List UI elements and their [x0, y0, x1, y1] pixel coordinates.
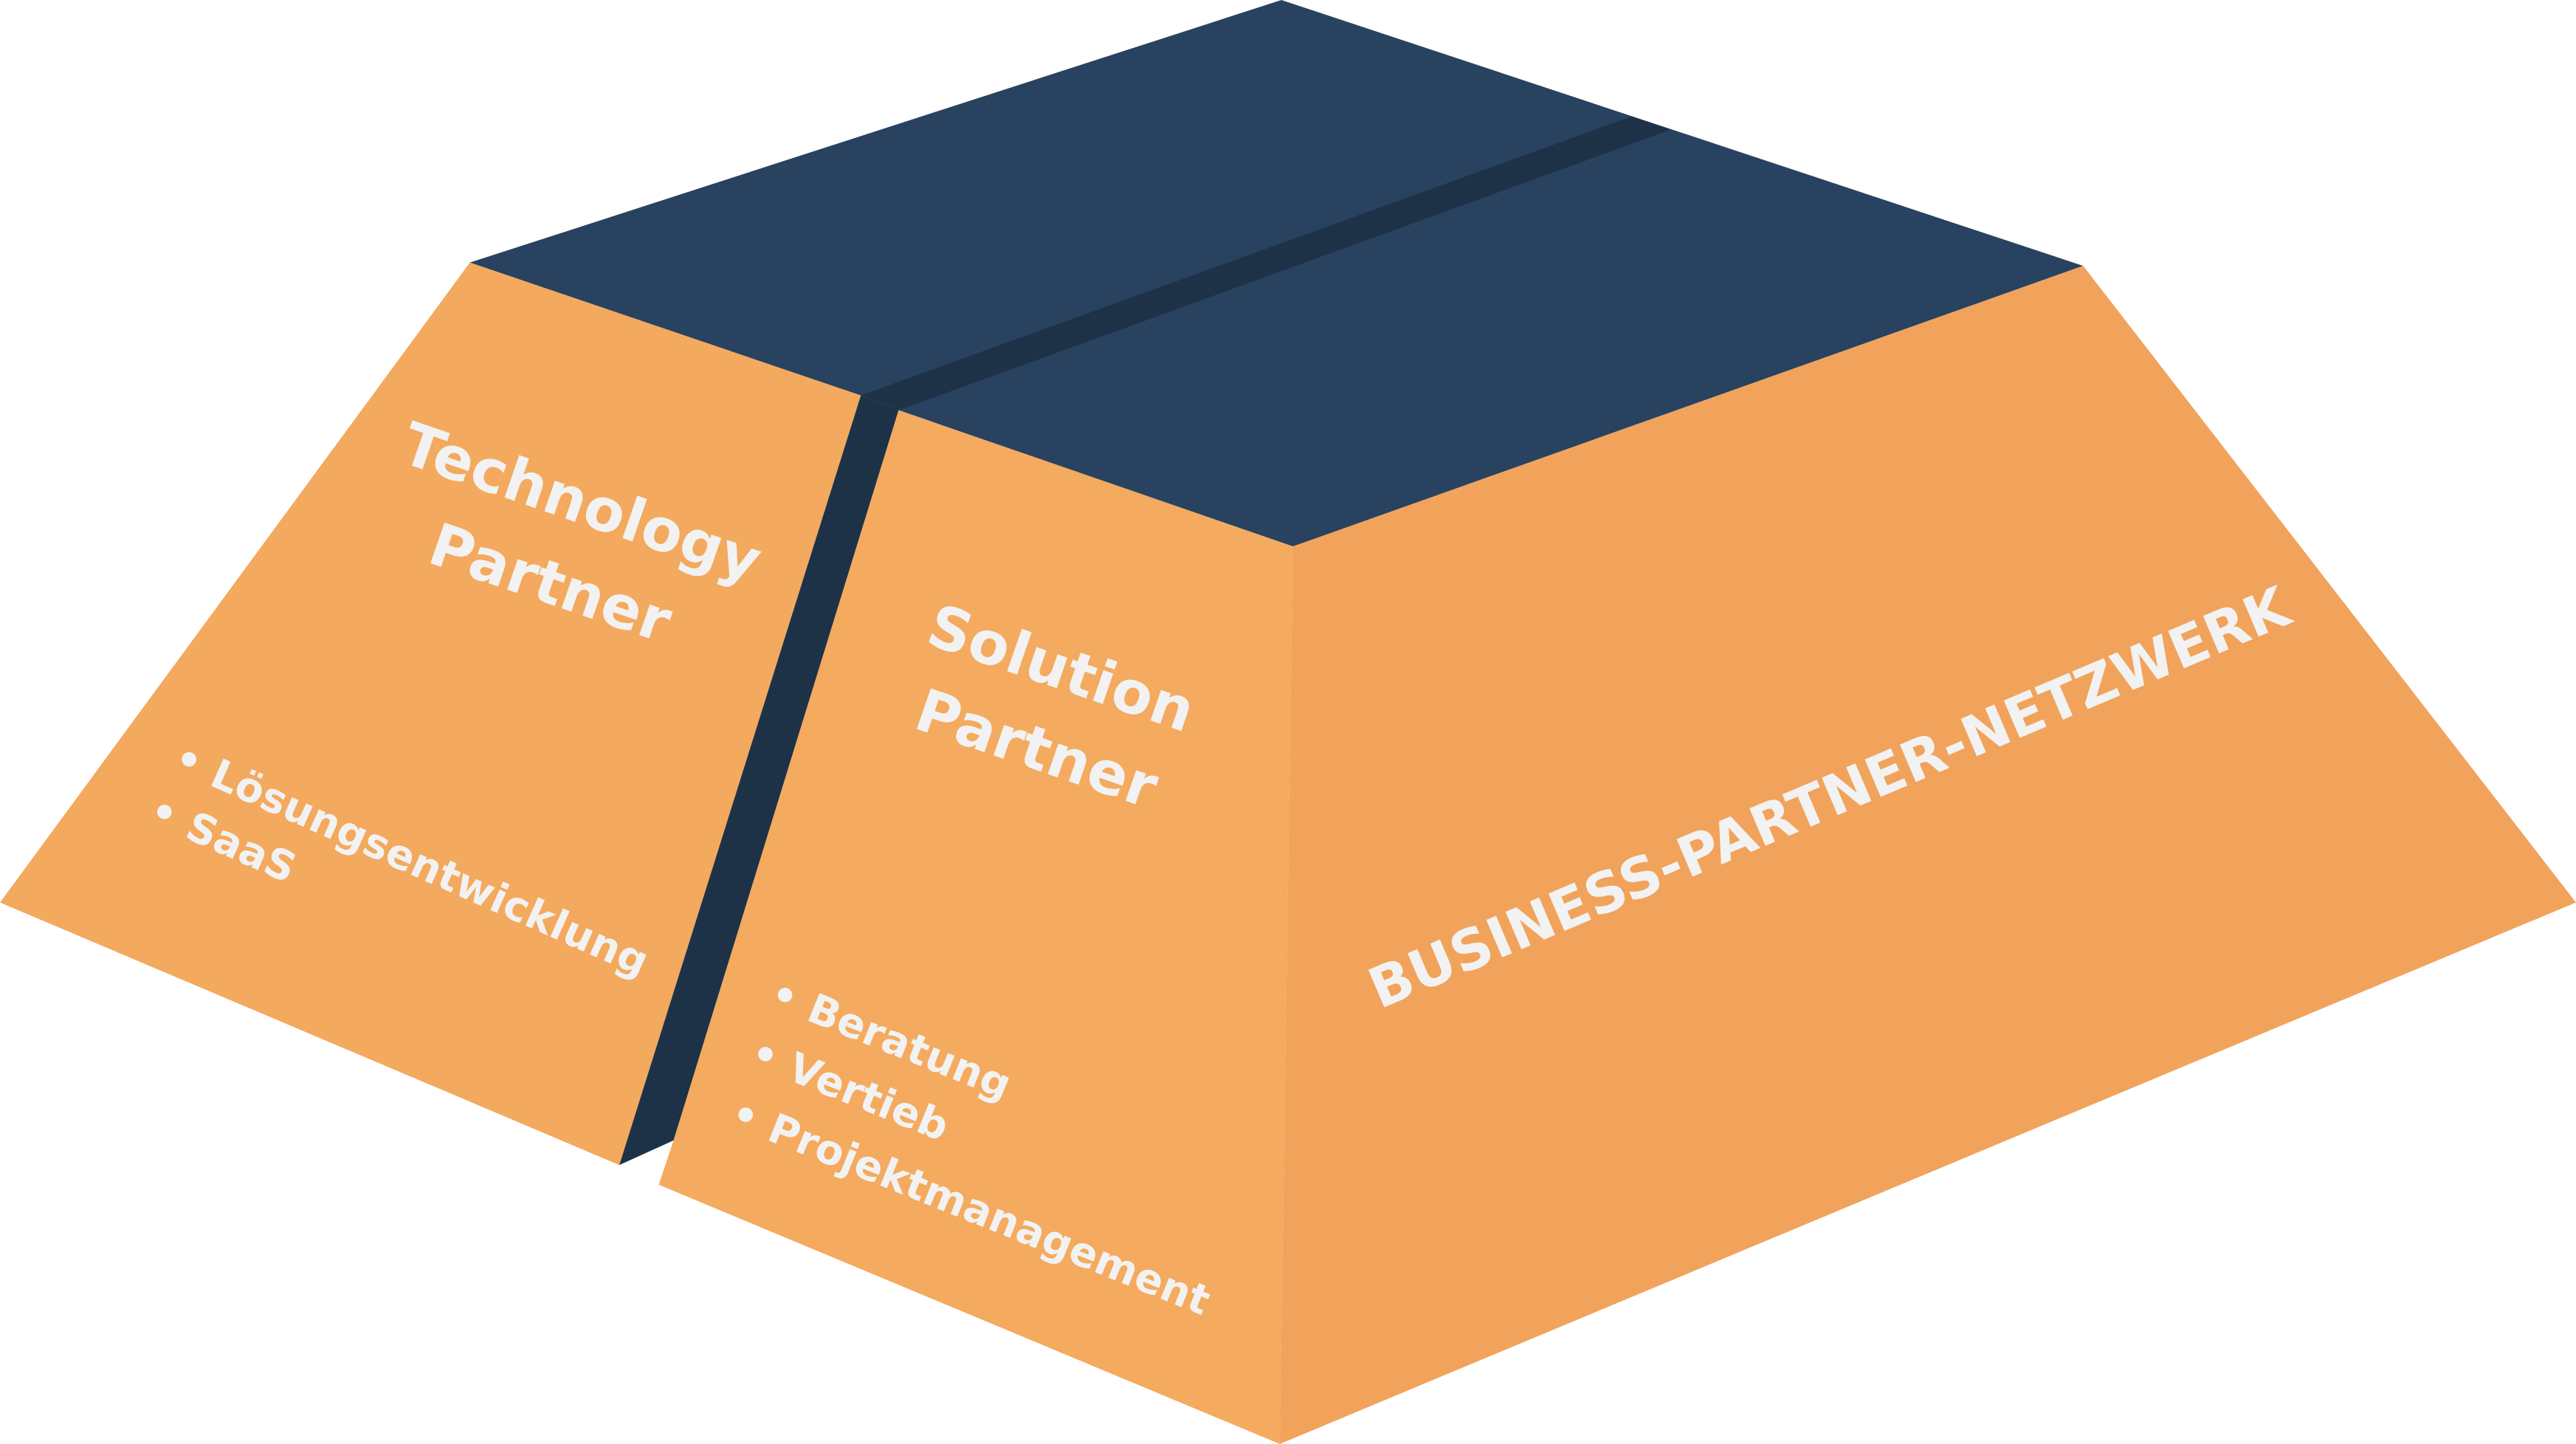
solution-partner-face [658, 410, 1293, 1444]
top-face [469, 0, 2084, 547]
business-partner-network-face [1279, 266, 2576, 1444]
top-face-groove [861, 116, 1671, 410]
face-gap [619, 395, 899, 1166]
technology-partner-face [0, 262, 861, 1166]
